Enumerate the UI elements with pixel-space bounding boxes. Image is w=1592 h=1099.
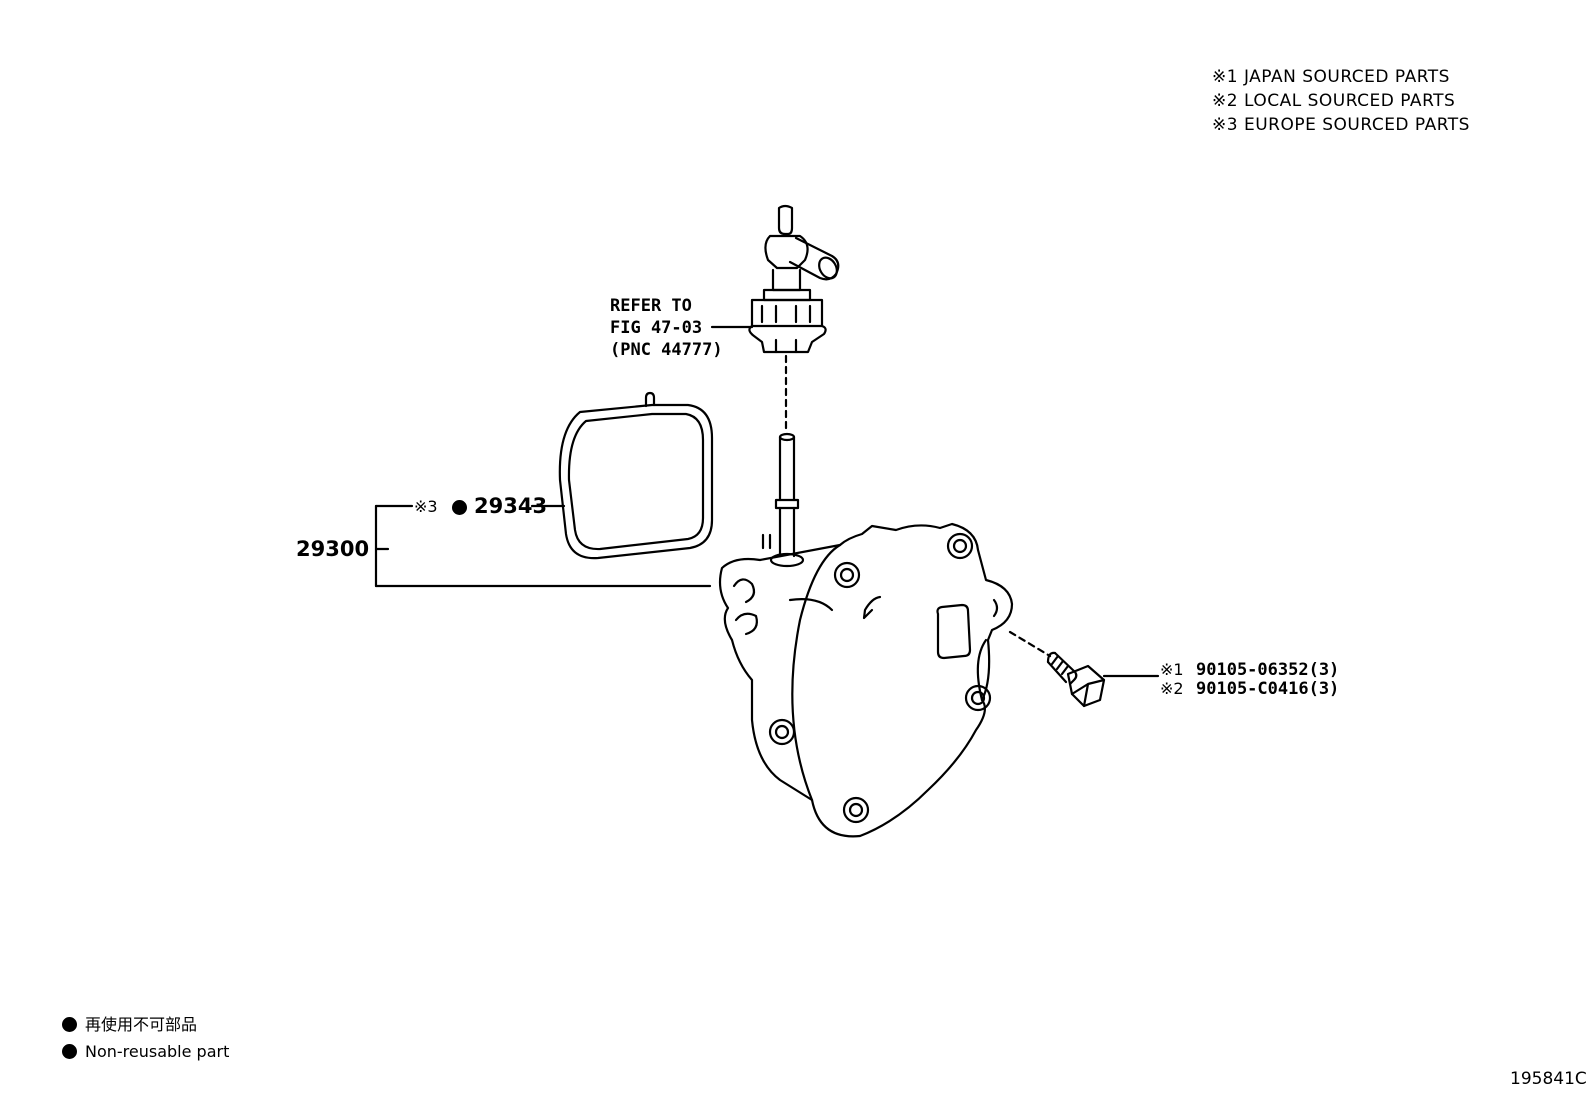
figure-id: 195841C	[1510, 1069, 1587, 1089]
gasket-source-mark: ※3	[414, 497, 438, 516]
non-reusable-legend-jp: 再使用不可部品	[62, 1017, 197, 1033]
legend-japan-sourced: ※1 JAPAN SOURCED PARTS	[1212, 67, 1450, 87]
refer-fig-label: FIG 47-03	[610, 318, 703, 338]
assembly-part-number: 29300	[296, 537, 370, 561]
non-reusable-dot-icon	[452, 500, 467, 515]
bolt-dashed-line	[1008, 630, 1052, 658]
legend-europe-sourced: ※3 EUROPE SOURCED PARTS	[1212, 115, 1470, 135]
non-reusable-en-text: Non-reusable part	[85, 1042, 230, 1061]
bolt-part-number-1: 90105-06352(3)	[1196, 660, 1340, 680]
bolt-drawing	[1046, 651, 1106, 708]
bolt-source-mark-2: ※2	[1160, 679, 1184, 698]
refer-to-label: REFER TO	[610, 296, 692, 316]
bolt-source-mark-1: ※1	[1160, 660, 1184, 679]
non-reusable-jp-text: 再使用不可部品	[85, 1015, 198, 1034]
bolt-part-number-2: 90105-C0416(3)	[1196, 679, 1340, 699]
non-reusable-dot-icon	[62, 1044, 77, 1059]
gasket-part-number: 29343	[474, 494, 548, 518]
non-reusable-legend-en: Non-reusable part	[62, 1044, 229, 1060]
non-reusable-dot-icon	[62, 1017, 77, 1032]
gasket-drawing	[558, 391, 714, 560]
vacuum-pump-drawing	[718, 432, 1014, 838]
refer-pnc-label: (PNC 44777)	[610, 340, 723, 360]
assembly-bracket	[374, 504, 712, 588]
vacuum-sensor-connector-drawing	[748, 204, 840, 354]
legend-local-sourced: ※2 LOCAL SOURCED PARTS	[1212, 91, 1456, 111]
